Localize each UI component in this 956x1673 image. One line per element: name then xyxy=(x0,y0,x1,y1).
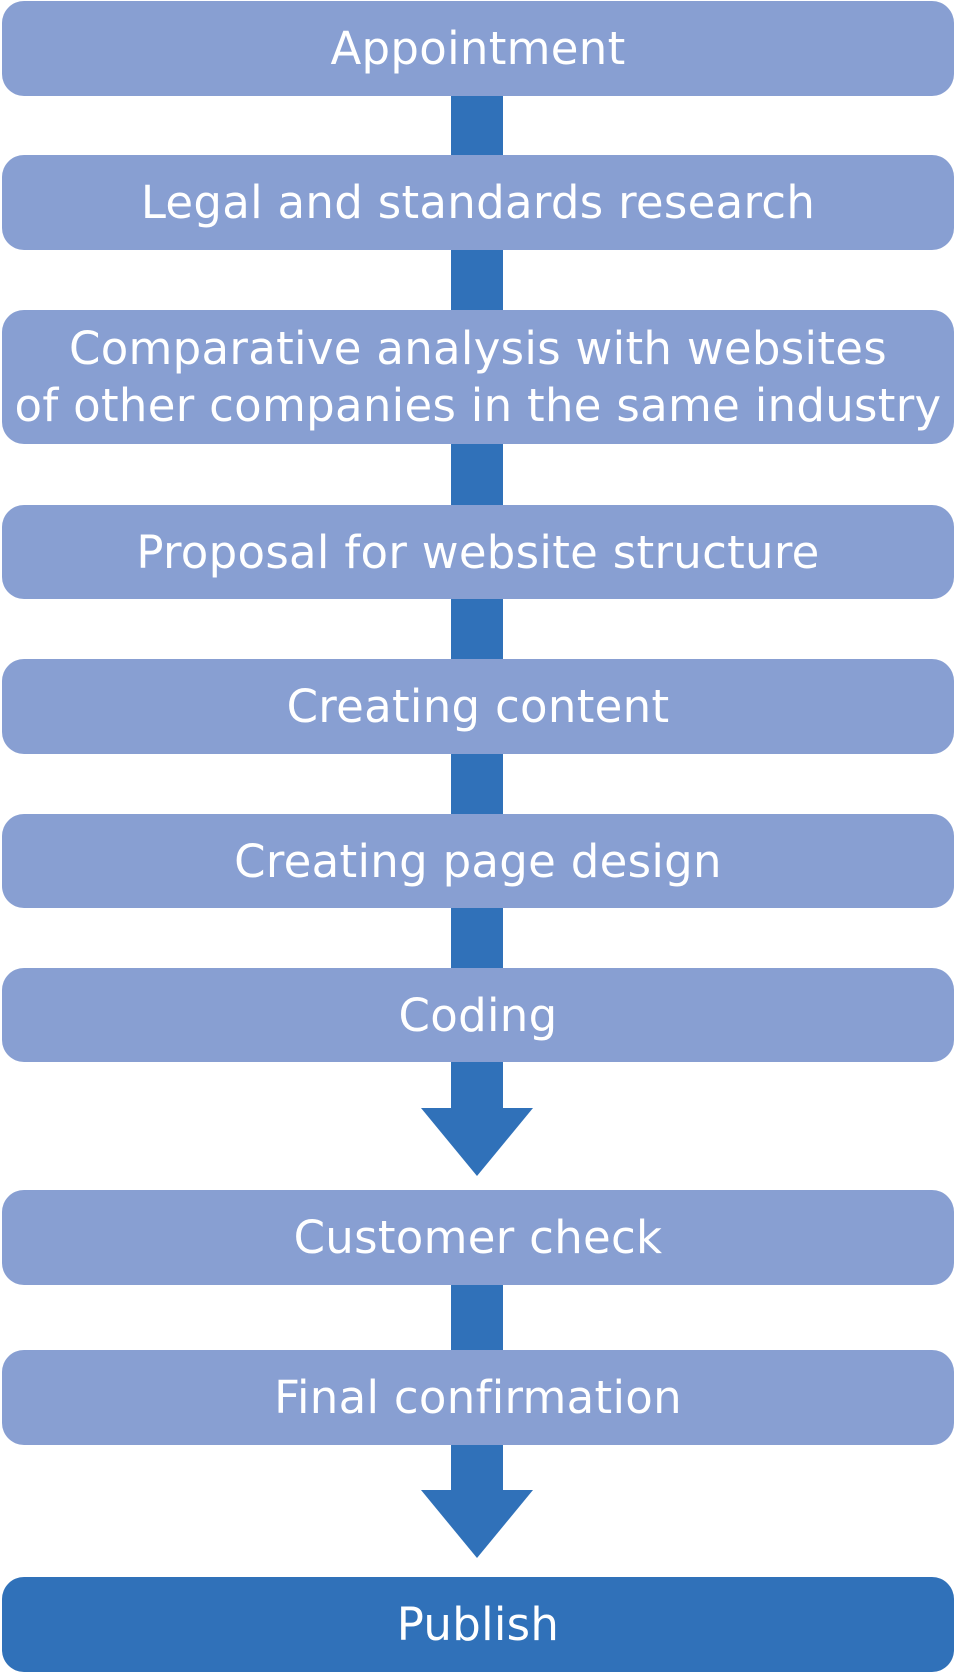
step-comparative-analysis: Comparative analysis with websites of ot… xyxy=(2,310,954,444)
step-final-confirmation: Final confirmation xyxy=(2,1350,954,1445)
arrow-shaft xyxy=(451,1061,503,1111)
step-page-design: Creating page design xyxy=(2,814,954,908)
step-structure-proposal: Proposal for website structure xyxy=(2,505,954,599)
connector xyxy=(451,1284,503,1351)
step-coding: Coding xyxy=(2,968,954,1062)
connector xyxy=(451,598,503,660)
step-appointment: Appointment xyxy=(2,1,954,96)
step-creating-content: Creating content xyxy=(2,659,954,754)
connector xyxy=(451,443,503,506)
step-legal-research: Legal and standards research xyxy=(2,155,954,250)
arrow-down-icon xyxy=(421,1490,533,1558)
connector xyxy=(451,249,503,311)
arrow-down-icon xyxy=(421,1108,533,1176)
arrow-shaft xyxy=(451,1443,503,1493)
connector xyxy=(451,753,503,815)
step-customer-check: Customer check xyxy=(2,1190,954,1285)
connector xyxy=(451,907,503,969)
connector xyxy=(451,94,503,156)
step-publish: Publish xyxy=(2,1577,954,1672)
